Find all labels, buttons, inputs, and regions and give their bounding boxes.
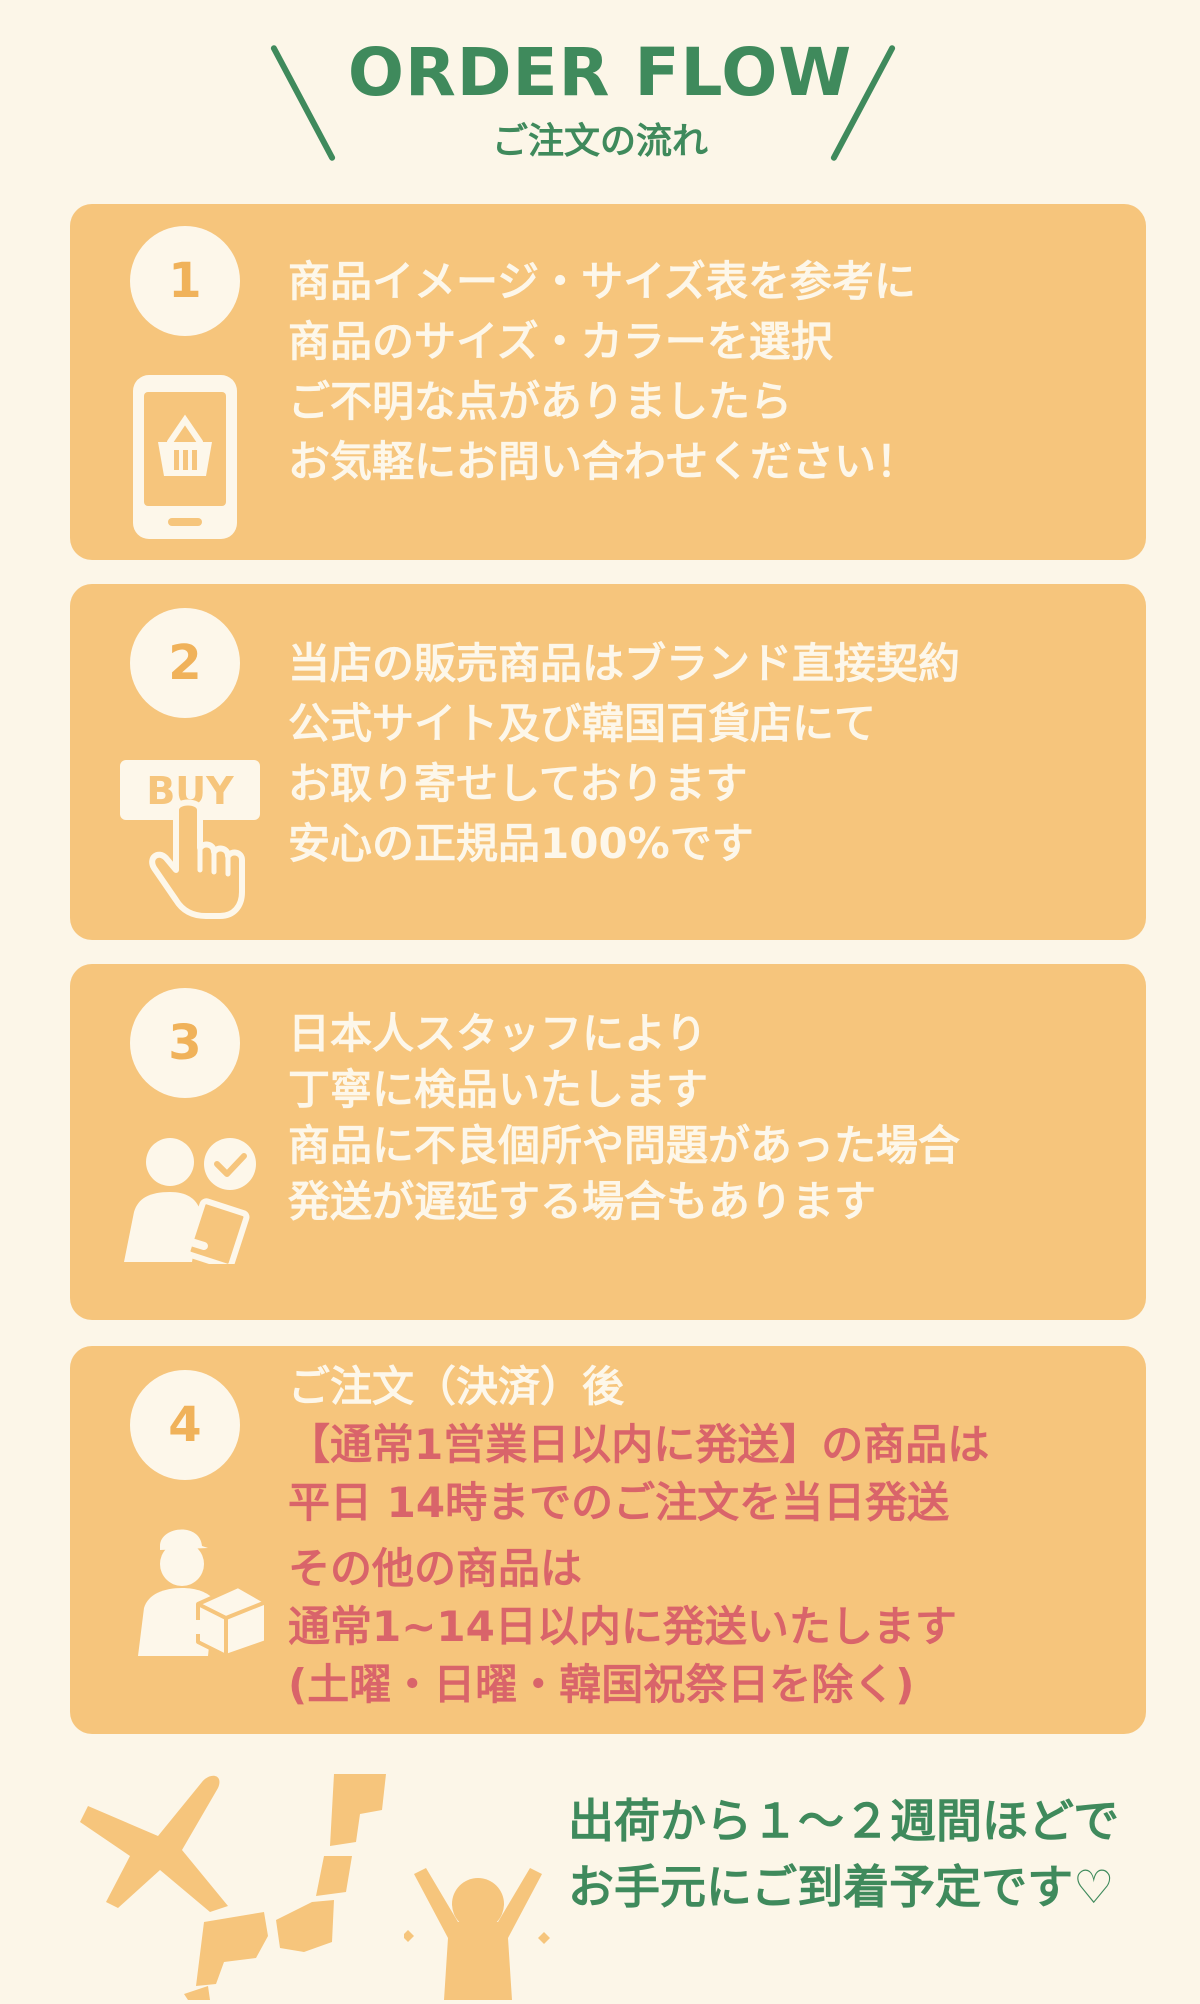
step-text-line: ご注文（決済）後	[288, 1362, 625, 1411]
step-text-line-highlight: (土曜・日曜・韓国祝祭日を除く)	[288, 1660, 915, 1709]
step-text-line: 商品に不良個所や問題があった場合	[288, 1121, 961, 1170]
step-description: 当店の販売商品はブランド直接契約 公式サイト及び韓国百貨店にて お取り寄せしてお…	[288, 634, 960, 874]
step-text-line: 丁寧に検品いたします	[288, 1065, 709, 1114]
celebrating-person-icon	[402, 1860, 554, 2004]
delivery-estimate-text: 出荷から１～２週間ほどで お手元にご到着予定です♡	[568, 1788, 1119, 1920]
step-card-3: 3 日本人スタッフにより 丁寧に検品いたします 商品に不良個所や問題があった場合…	[70, 964, 1146, 1320]
delivery-estimate-line: お手元にご到着予定です♡	[568, 1860, 1115, 1914]
step-card-1: 1 商品イメージ・サイズ表を参考に 商品のサイズ・カラーを選択 ご不明な点があり…	[70, 204, 1146, 560]
page-subtitle: ご注文の流れ	[491, 121, 708, 162]
step-text-line-highlight: 通常1~14日以内に発送いたします	[288, 1602, 957, 1651]
step-number-badge: 3	[130, 988, 240, 1098]
step-text-line: お気軽にお問い合わせください！	[288, 437, 919, 486]
step-text-line: 発送が遅延する場合もあります	[288, 1177, 877, 1226]
step-text-line: 商品のサイズ・カラーを選択	[288, 317, 833, 366]
step-number-badge: 4	[130, 1370, 240, 1480]
tablet-basket-icon	[130, 372, 240, 546]
step-card-2: 2 BUY 当店の販売商品はブランド直接契約 公式サイト及び韓国百貨店にて お取…	[70, 584, 1146, 940]
step-description: 日本人スタッフにより 丁寧に検品いたします 商品に不良個所や問題があった場合 発…	[288, 1006, 960, 1230]
step-description: ご注文（決済）後 【通常1営業日以内に発送】の商品は 平日 14時までのご注文を…	[288, 1358, 989, 1714]
delivery-estimate-line: 出荷から１～２週間ほどで	[568, 1794, 1120, 1848]
delivery-person-icon	[138, 1516, 268, 1660]
page-title: ORDER FLOW	[347, 34, 853, 111]
step-text-line-highlight: 【通常1営業日以内に発送】の商品は	[288, 1420, 990, 1469]
step-text-line: 安心の正規品100%です	[288, 819, 754, 868]
step-number-badge: 1	[130, 226, 240, 336]
step-text-line: 日本人スタッフにより	[288, 1009, 708, 1058]
buy-hand-icon: BUY	[120, 760, 260, 924]
step-text-line: お取り寄せしております	[288, 759, 748, 808]
staff-check-icon	[120, 1134, 260, 1270]
step-number-badge: 2	[130, 608, 240, 718]
step-text-line: 当店の販売商品はブランド直接契約	[288, 639, 961, 688]
step-card-4: 4 ご注文（決済）後 【通常1営業日以内に発送】の商品は 平日 14時までのご注…	[70, 1346, 1146, 1734]
step-description: 商品イメージ・サイズ表を参考に 商品のサイズ・カラーを選択 ご不明な点がありまし…	[288, 252, 918, 492]
airplane-icon	[78, 1746, 238, 1920]
page-header: ORDER FLOW ご注文の流れ	[0, 0, 1200, 190]
step-text-line: ご不明な点がありましたら	[288, 377, 793, 426]
japan-map-icon	[184, 1772, 474, 2004]
step-text-line-highlight: 平日 14時までのご注文を当日発送	[288, 1478, 950, 1527]
step-text-line-highlight: その他の商品は	[288, 1544, 583, 1593]
step-text-line: 公式サイト及び韓国百貨店にて	[288, 699, 877, 748]
step-text-line: 商品イメージ・サイズ表を参考に	[288, 257, 916, 306]
